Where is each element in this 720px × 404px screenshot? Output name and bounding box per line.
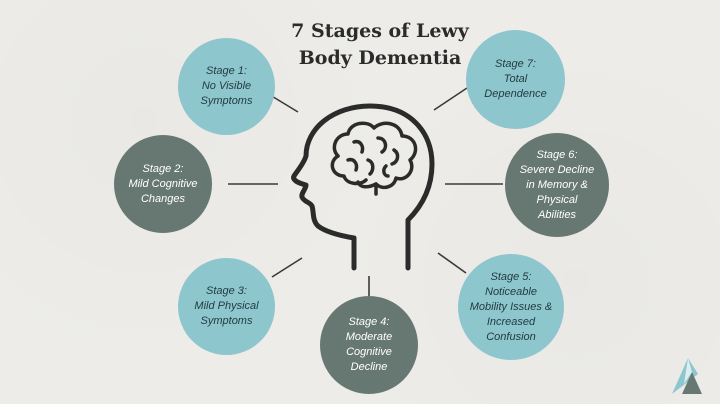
diagram-title: 7 Stages of Lewy Body Dementia — [260, 18, 500, 72]
stage-1-line-2: Symptoms — [200, 95, 253, 107]
title-line-1: 7 Stages of Lewy — [291, 20, 469, 42]
stage-1-line-1: No Visible — [201, 80, 252, 92]
head-with-brain-icon — [291, 103, 435, 271]
stage-5-line-1: Noticeable — [485, 285, 537, 298]
stage-3-line-2: Symptoms — [200, 315, 253, 327]
stage-6-line-1: Severe Decline — [519, 163, 595, 176]
stage-5-line-4: Confusion — [486, 330, 536, 343]
stage-2-heading: Stage 2: — [142, 162, 184, 175]
stage-6-line-4: Abilities — [538, 208, 576, 221]
stage-7-line-2: Dependence — [484, 88, 547, 100]
stage-6-circle: Stage 6: Severe Decline in Memory & Phys… — [505, 133, 609, 237]
stage-2-line-2: Changes — [140, 192, 186, 205]
stage-3-circle: Stage 3: Mild Physical Symptoms — [178, 258, 275, 355]
connector-stage-1 — [269, 94, 299, 113]
stage-6-line-2: in Memory & — [526, 178, 588, 191]
stage-7-heading: Stage 7: — [495, 58, 536, 70]
stage-2-circle: Stage 2: Mild Cognitive Changes — [114, 135, 212, 233]
connector-stage-5 — [437, 252, 467, 274]
stage-6-line-3: Physical — [536, 193, 578, 206]
stage-4-line-1: Moderate — [345, 331, 393, 343]
stage-3-heading: Stage 3: — [206, 285, 247, 297]
stage-4-heading: Stage 4: — [348, 316, 390, 328]
stage-1-circle: Stage 1: No Visible Symptoms — [178, 38, 275, 135]
stage-7-circle: Stage 7: Total Dependence — [466, 30, 565, 129]
stage-5-heading: Stage 5: — [490, 270, 532, 283]
stage-7-line-1: Total — [503, 73, 528, 85]
stage-2-line-1: Mild Cognitive — [128, 177, 198, 190]
stage-4-line-2: Cognitive — [346, 346, 392, 358]
stage-5-line-3: Increased — [486, 315, 536, 328]
stage-4-line-3: Decline — [350, 361, 388, 373]
stage-3-line-1: Mild Physical — [194, 300, 259, 312]
brand-logo-icon — [672, 358, 702, 394]
stage-1-heading: Stage 1: — [206, 65, 247, 77]
stage-5-circle: Stage 5: Noticeable Mobility Issues & In… — [458, 254, 564, 360]
connector-stage-3 — [271, 257, 303, 278]
title-line-2: Body Dementia — [298, 47, 462, 69]
stage-4-circle: Stage 4: Moderate Cognitive Decline — [320, 296, 418, 394]
stage-6-heading: Stage 6: — [536, 148, 578, 161]
connector-stage-7 — [433, 87, 468, 111]
stage-5-line-2: Mobility Issues & — [469, 300, 553, 313]
